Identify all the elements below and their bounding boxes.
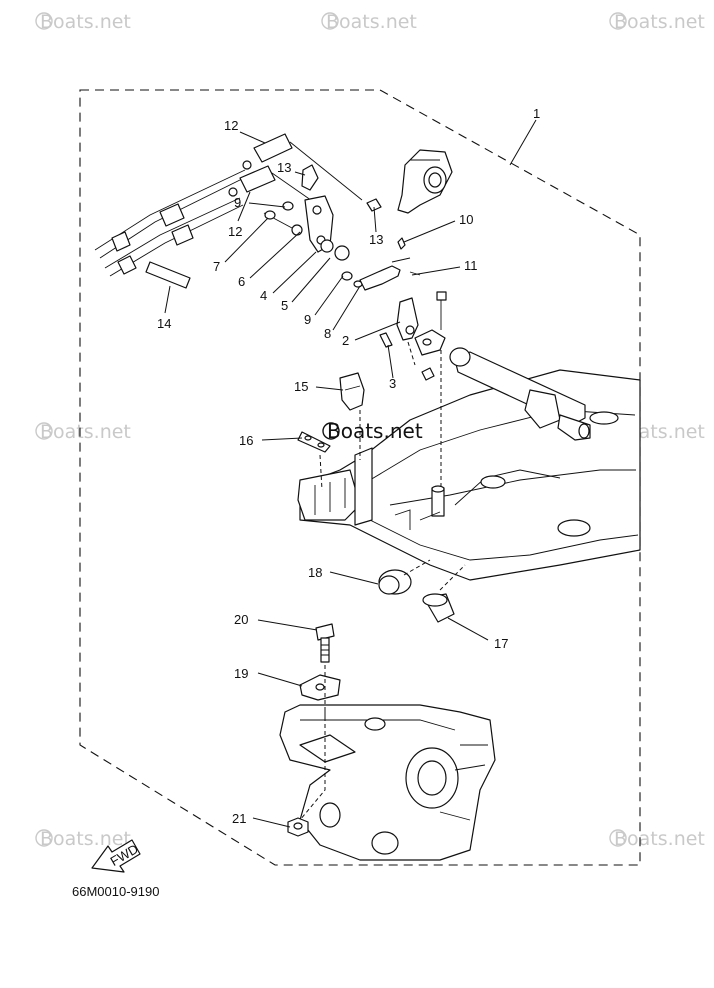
callout-9b: 9 <box>304 312 311 327</box>
watermark-text: Boats.net <box>614 828 705 850</box>
callout-9a: 9 <box>234 195 241 210</box>
callout-13a: 13 <box>277 160 291 175</box>
center-watermark: Boats.net <box>322 419 423 443</box>
assembly-border <box>79 89 641 866</box>
plate-19 <box>299 674 341 701</box>
watermark-text: Boats.net <box>40 11 131 33</box>
throttle-cam <box>397 149 453 214</box>
callout-16: 16 <box>239 433 253 448</box>
small-hardware <box>263 164 447 381</box>
leader-lines <box>164 119 537 828</box>
watermark-text: Boats.net <box>40 828 131 850</box>
watermark-text: Boats.net <box>614 11 705 33</box>
watermark-top-center: Boats.net <box>321 11 417 33</box>
center-watermark-text: Boats.net <box>327 419 423 443</box>
throttle-cables <box>94 133 363 277</box>
callout-10: 10 <box>459 212 473 227</box>
throttle-link-arm <box>449 347 591 441</box>
callout-4: 4 <box>260 288 267 303</box>
callout-8: 8 <box>324 326 331 341</box>
nut-21 <box>287 817 309 837</box>
callout-15: 15 <box>294 379 308 394</box>
assembly-guides <box>299 341 466 821</box>
watermark-text: Boats.net <box>326 11 417 33</box>
callout-12b: 12 <box>228 224 242 239</box>
callout-3: 3 <box>389 376 396 391</box>
lower-mount-bracket <box>279 704 496 861</box>
diagram-code: 66M0010-9190 <box>72 884 159 899</box>
callout-13b: 13 <box>369 232 383 247</box>
callout-18: 18 <box>308 565 322 580</box>
callout-5: 5 <box>281 298 288 313</box>
plug-17 <box>422 593 455 623</box>
callout-19: 19 <box>234 666 248 681</box>
callouts: 1 2 3 4 5 6 7 8 9 9 10 11 12 12 13 13 14… <box>157 106 540 826</box>
watermark-bottom-left: Boats.net <box>35 828 131 850</box>
callout-11: 11 <box>464 258 478 273</box>
callout-14: 14 <box>157 316 171 331</box>
callout-20: 20 <box>234 612 248 627</box>
callout-2: 2 <box>342 333 349 348</box>
callout-21: 21 <box>232 811 246 826</box>
callout-12a: 12 <box>224 118 238 133</box>
callout-6: 6 <box>238 274 245 289</box>
watermark-top-right: Boats.net <box>609 11 705 33</box>
watermark-mid-left: Boats.net <box>35 421 131 443</box>
control-lever <box>304 195 334 253</box>
watermark-text: Boats.net <box>40 421 131 443</box>
callout-1: 1 <box>533 106 540 121</box>
clip-16 <box>297 431 331 453</box>
grommet-15 <box>339 372 365 411</box>
callout-7: 7 <box>213 259 220 274</box>
watermark-bottom-right: Boats.net <box>609 828 705 850</box>
callout-17: 17 <box>494 636 508 651</box>
bolt-20 <box>315 623 335 663</box>
watermark-top-left: Boats.net <box>35 11 131 33</box>
plug-18 <box>378 569 412 595</box>
label-sticker <box>145 261 191 289</box>
